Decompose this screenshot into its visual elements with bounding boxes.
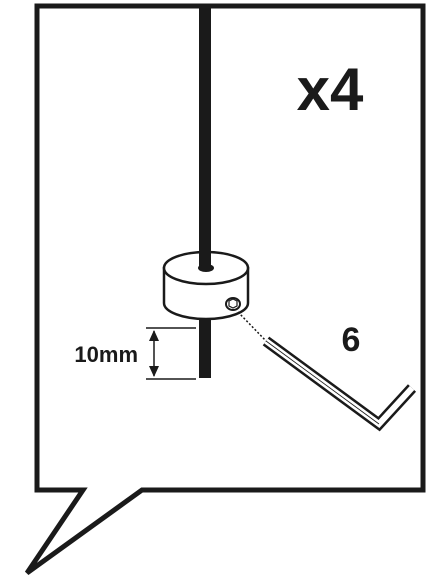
set-screw-icon [225,297,241,311]
tool-size-label: 6 [342,321,361,359]
dimension-label: 10mm [74,342,138,367]
dimension-arrow-icon [146,327,196,380]
guide-line [237,311,269,344]
hex-key-icon [262,336,417,432]
quantity-label: x4 [297,56,364,123]
rod-upper [199,6,211,269]
rod-lower [199,316,211,378]
